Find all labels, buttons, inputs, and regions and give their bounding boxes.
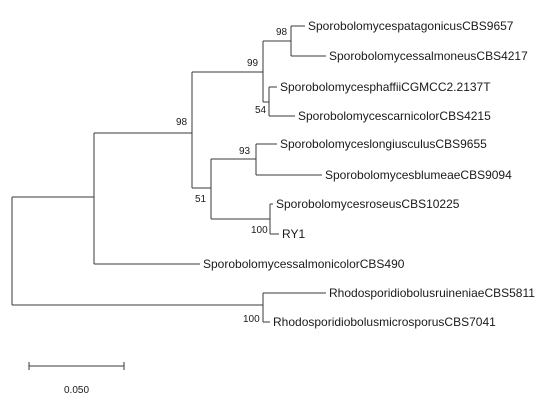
leaf-label: SporobolomycessalmoneusCBS4217	[329, 49, 528, 63]
leaf-label: SporobolomycesblumeaeCBS9094	[325, 168, 512, 182]
bootstrap-value: 100	[243, 314, 260, 325]
leaf-label: RhodosporidiobolusruineniaeCBS5811	[329, 286, 535, 300]
bootstrap-value: 100	[251, 225, 268, 236]
bootstrap-value: 98	[176, 117, 188, 128]
leaf-label: SporobolomycessalmonicolorCBS490	[203, 257, 405, 271]
leaf-label: SporobolomycespatagonicusCBS9657	[308, 19, 514, 33]
leaf-label: RhodosporidiobolusmicrosporusCBS7041	[273, 315, 496, 329]
leaf-label: SporobolomycesphaffiiCGMCC2.2137T	[280, 80, 491, 94]
leaf-labels: SporobolomycespatagonicusCBS9657 Sporobo…	[203, 19, 535, 329]
tree-branches	[11, 25, 326, 323]
bootstrap-value: 93	[239, 146, 251, 157]
bootstrap-value: 51	[195, 194, 207, 205]
bootstrap-value: 98	[276, 27, 288, 38]
leaf-label: SporobolomyceslongiusculusCBS9655	[280, 137, 487, 151]
bootstrap-value: 54	[255, 105, 267, 116]
leaf-label: RY1	[282, 227, 305, 241]
bootstrap-value: 99	[247, 58, 259, 69]
scale-bar: 0.050	[28, 362, 125, 396]
leaf-label: SporobolomycesroseusCBS10225	[276, 197, 460, 211]
bootstrap-values: 98 99 54 98 93 51 100 100	[176, 27, 288, 325]
scale-bar-label: 0.050	[64, 385, 89, 396]
leaf-label: SporobolomycescarnicolorCBS4215	[298, 109, 491, 123]
